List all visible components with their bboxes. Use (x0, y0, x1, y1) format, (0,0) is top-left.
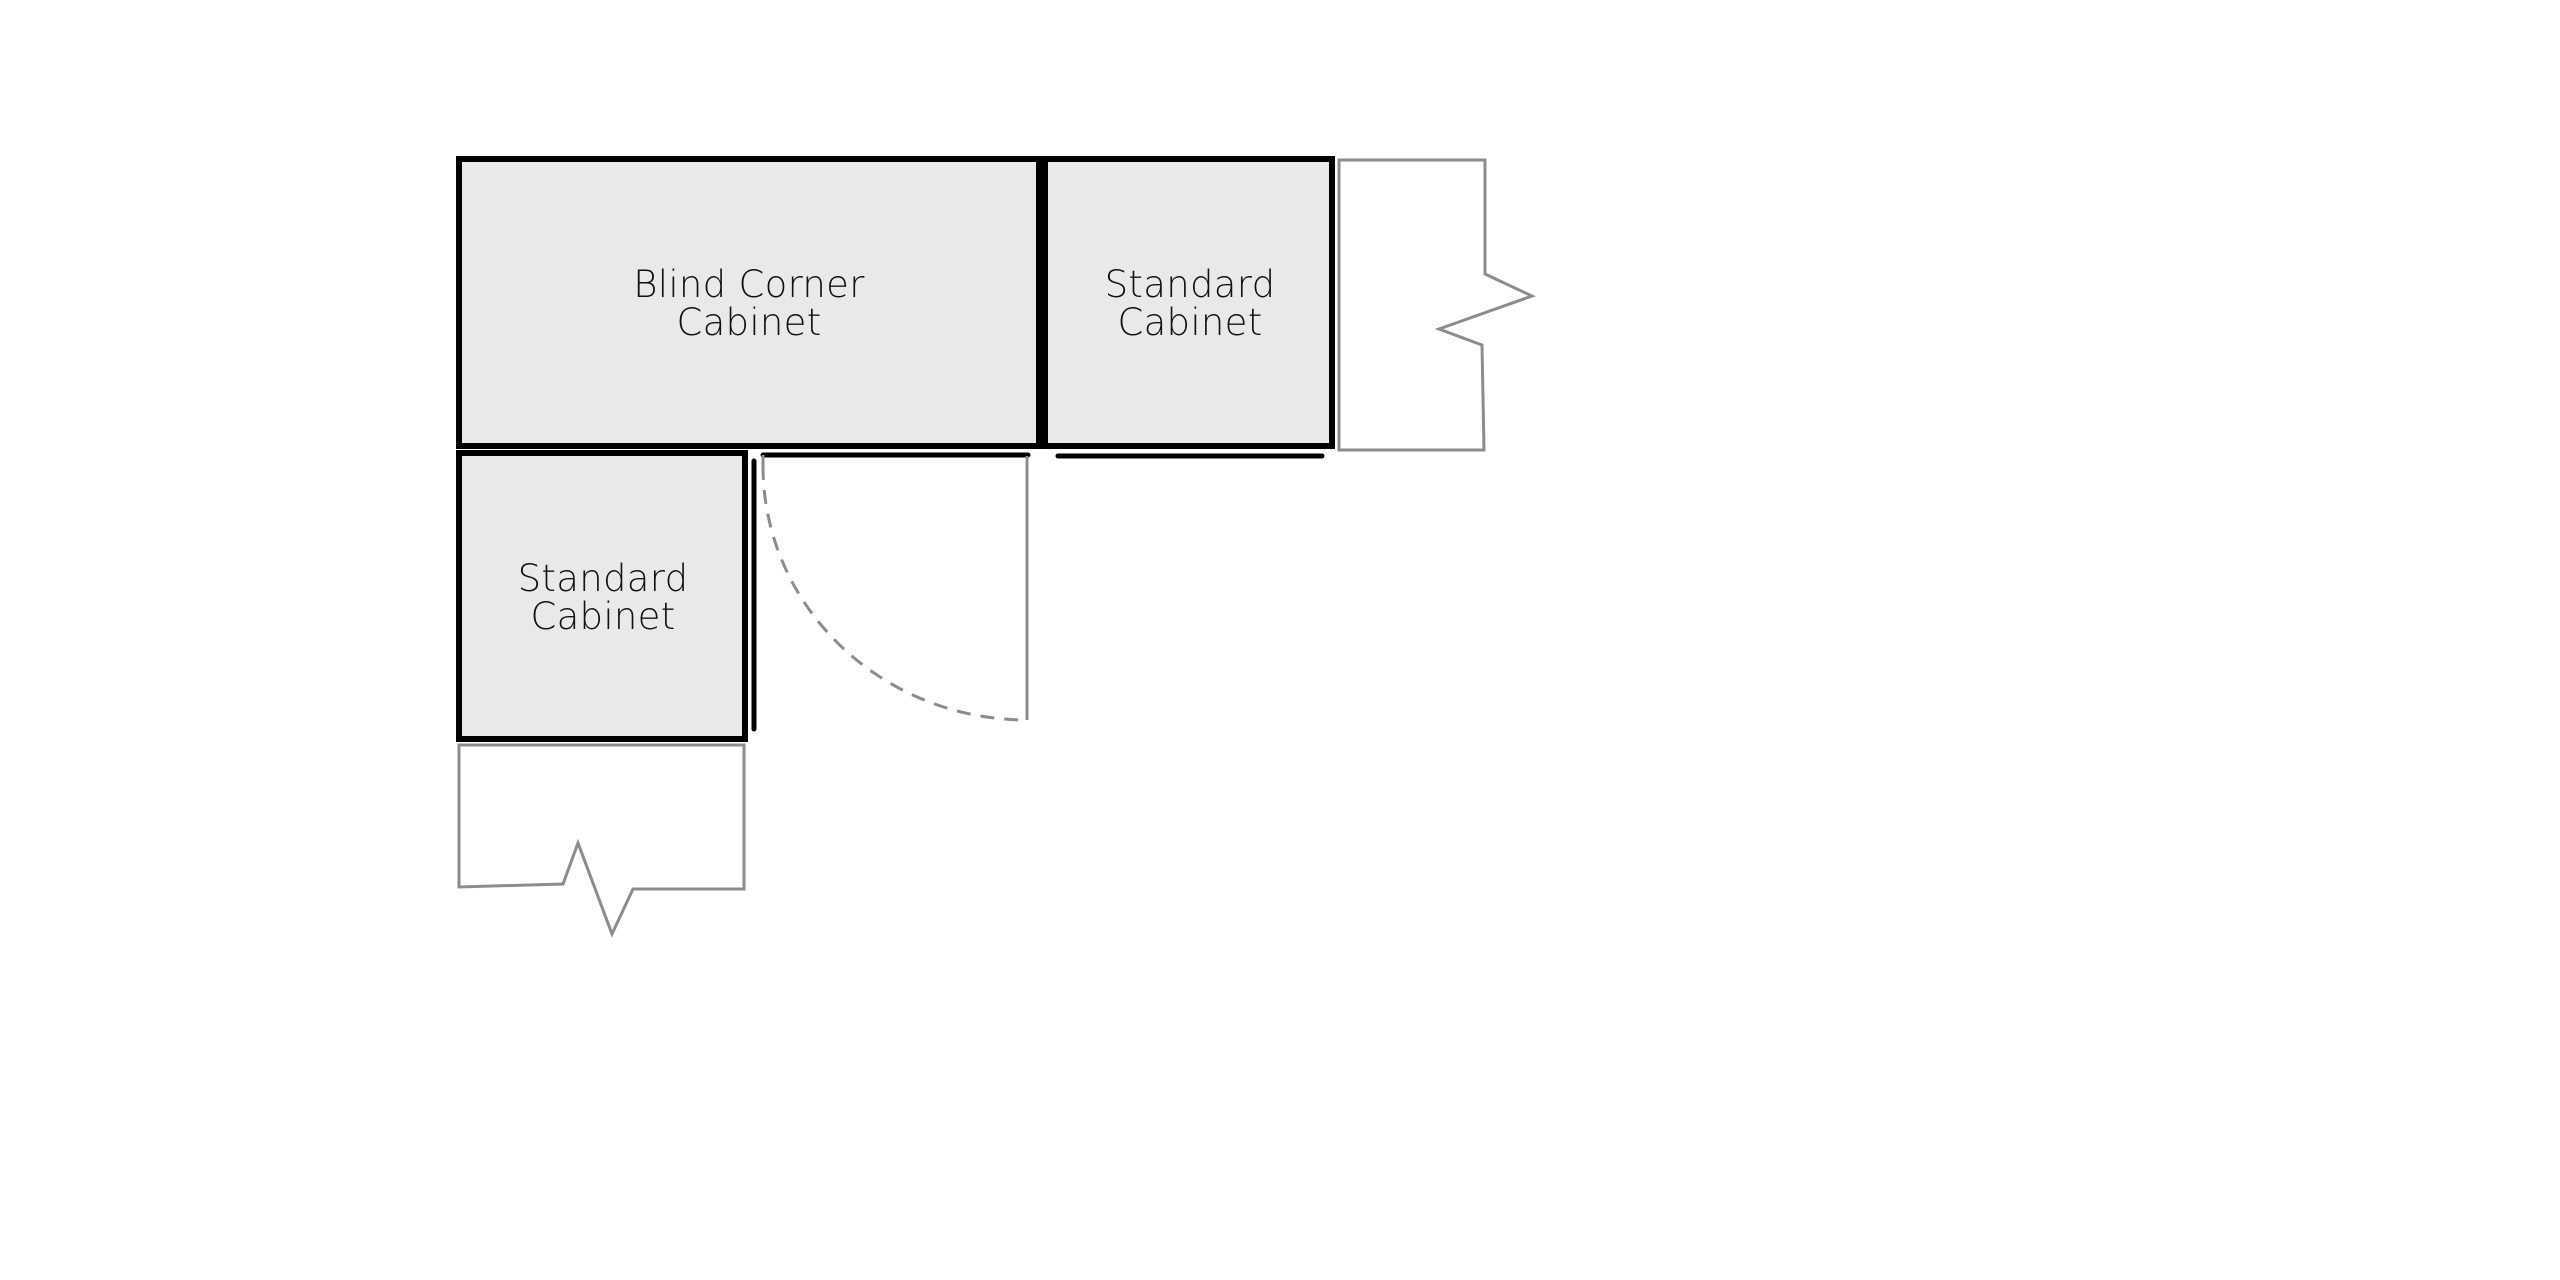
standard-cabinet-left-label-line2: Cabinet (530, 595, 675, 638)
standard-cabinet-top[interactable]: Standard Cabinet (1042, 156, 1335, 449)
door-swing-arc (761, 465, 1028, 722)
continuation-marker-bottom (457, 743, 746, 938)
standard-cabinet-left-label-line1: Standard (518, 557, 689, 600)
blind-corner-cabinet-body[interactable] (456, 156, 1042, 449)
standard-cabinet-top-label-line1: Standard (1105, 263, 1276, 306)
blind-corner-cabinet-label-line2: Cabinet (676, 301, 821, 344)
standard-cabinet-top-body[interactable] (1042, 156, 1335, 449)
standard-cabinet-left[interactable]: Standard Cabinet (456, 450, 748, 742)
standard-cabinet-top-label-line2: Cabinet (1117, 301, 1262, 344)
standard-cabinet-left-body[interactable] (456, 450, 748, 742)
blind-corner-cabinet-label-line1: Blind Corner (633, 263, 865, 306)
continuation-marker-right (1337, 158, 1536, 452)
blind-corner-cabinet[interactable]: Blind Corner Cabinet (456, 156, 1042, 449)
